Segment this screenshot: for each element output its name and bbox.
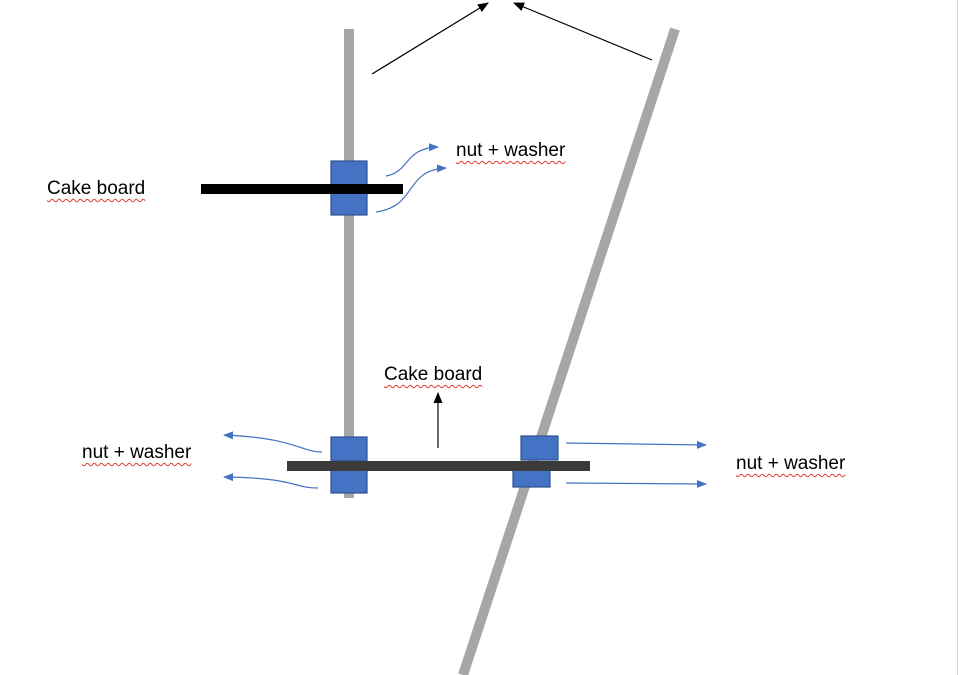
- page-edge-divider: [957, 0, 958, 675]
- lower-left-arrow-2: [223, 473, 319, 489]
- upper-cake-board: [201, 184, 403, 194]
- right-nut-washer-label: nut + washer: [736, 453, 846, 474]
- upper-nut-top: [330, 160, 368, 187]
- top-right-arrow: [513, 2, 653, 61]
- lower-right-arrow-2: [565, 479, 707, 488]
- slanted-rod: [458, 27, 680, 675]
- lower-right-arrow-1: [565, 440, 707, 449]
- top-left-arrow: [371, 2, 489, 75]
- top-cake-board-label: Cake board: [47, 178, 146, 199]
- top-nut-washer-label: nut + washer: [456, 140, 566, 161]
- lower-right-nut-top: [520, 435, 559, 461]
- middle-cake-board-label: Cake board: [384, 364, 483, 385]
- left-nut-washer-label: nut + washer: [82, 442, 192, 463]
- upper-nut-arrow-2: [375, 164, 447, 213]
- upper-nut-arrow-1: [385, 143, 439, 177]
- lower-left-arrow-1: [223, 431, 323, 453]
- lower-left-nut-top: [330, 436, 368, 462]
- lower-left-nut-bottom: [330, 468, 368, 494]
- upper-nut-bottom: [330, 191, 368, 216]
- lower-cake-board: [287, 461, 590, 471]
